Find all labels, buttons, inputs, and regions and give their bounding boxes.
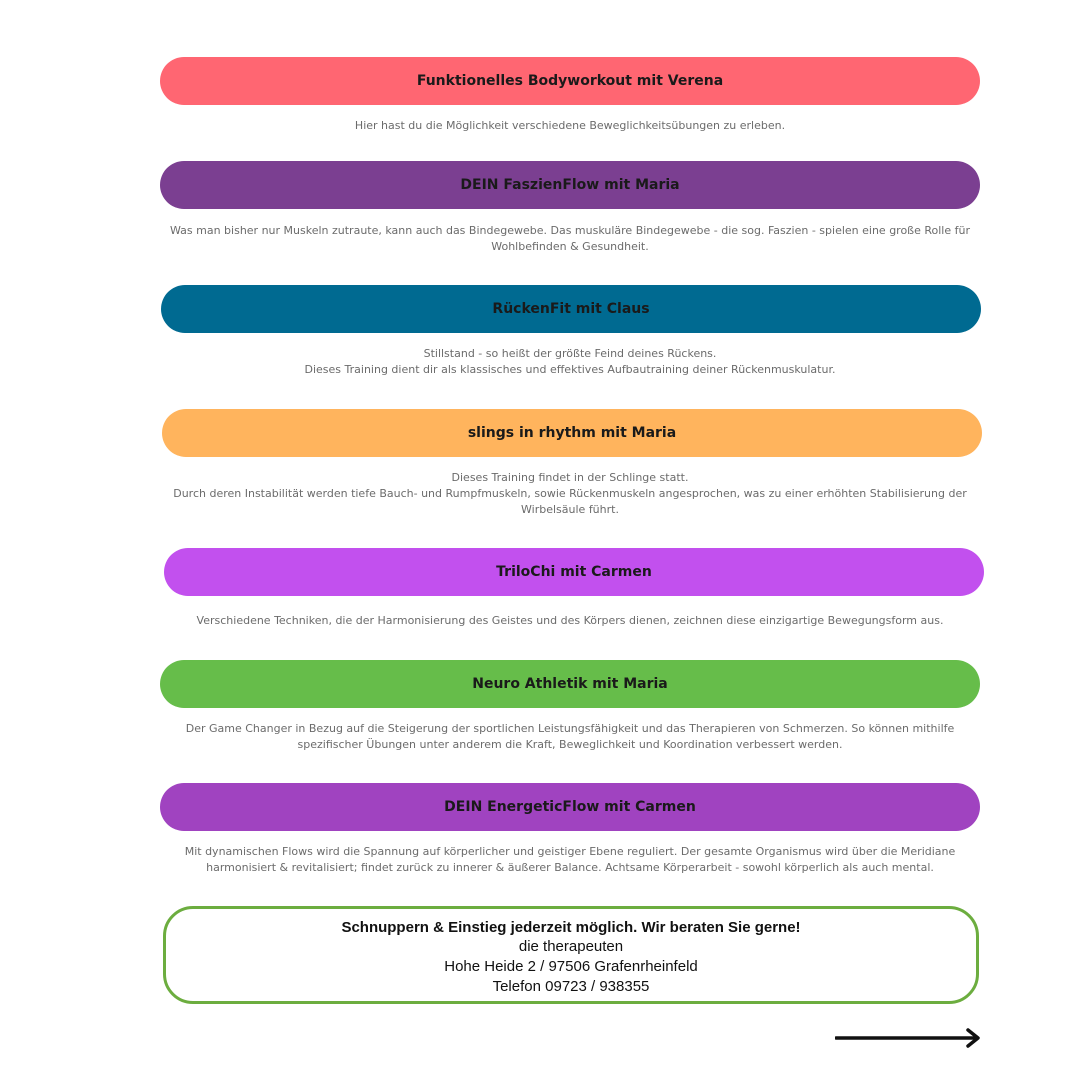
course-banner-energeticflow: DEIN EnergeticFlow mit Carmen <box>160 783 980 831</box>
contact-phone: Telefon 09723 / 938355 <box>492 978 650 995</box>
course-title: Funktionelles Bodyworkout mit Verena <box>416 73 724 89</box>
course-description: Der Game Changer in Bezug auf die Steige… <box>185 722 955 751</box>
course-description: Stillstand - so heißt der größte Feind d… <box>304 347 836 376</box>
contact-box: Schnuppern & Einstieg jederzeit möglich.… <box>163 906 979 1004</box>
course-banner-neuro-athletik: Neuro Athletik mit Maria <box>160 660 980 708</box>
contact-headline: Schnuppern & Einstieg jederzeit möglich.… <box>341 919 801 936</box>
course-title: slings in rhythm mit Maria <box>467 425 677 441</box>
course-title: Neuro Athletik mit Maria <box>472 676 668 692</box>
course-title: RückenFit mit Claus <box>492 301 650 317</box>
contact-name: die therapeuten <box>518 938 624 955</box>
course-banner-bodyworkout: Funktionelles Bodyworkout mit Verena <box>160 57 980 105</box>
course-banner-faszienflow: DEIN FaszienFlow mit Maria <box>160 161 980 209</box>
course-title: DEIN FaszienFlow mit Maria <box>460 177 680 193</box>
arrow-right-icon[interactable] <box>835 1027 983 1049</box>
contact-address: Hohe Heide 2 / 97506 Grafenrheinfeld <box>444 958 698 975</box>
course-description: Verschiedene Techniken, die der Harmonis… <box>196 614 944 627</box>
course-description: Mit dynamischen Flows wird die Spannung … <box>184 845 956 874</box>
course-banner-trilochi: TriloChi mit Carmen <box>164 548 984 596</box>
course-description: Dieses Training findet in der Schlinge s… <box>173 471 967 516</box>
course-description: Was man bisher nur Muskeln zutraute, kan… <box>169 224 970 253</box>
course-title: DEIN EnergeticFlow mit Carmen <box>444 799 696 815</box>
course-banner-slings: slings in rhythm mit Maria <box>162 409 982 457</box>
course-description: Hier hast du die Möglichkeit verschieden… <box>354 119 786 132</box>
course-title: TriloChi mit Carmen <box>496 564 652 580</box>
course-banner-rueckenfit: RückenFit mit Claus <box>161 285 981 333</box>
